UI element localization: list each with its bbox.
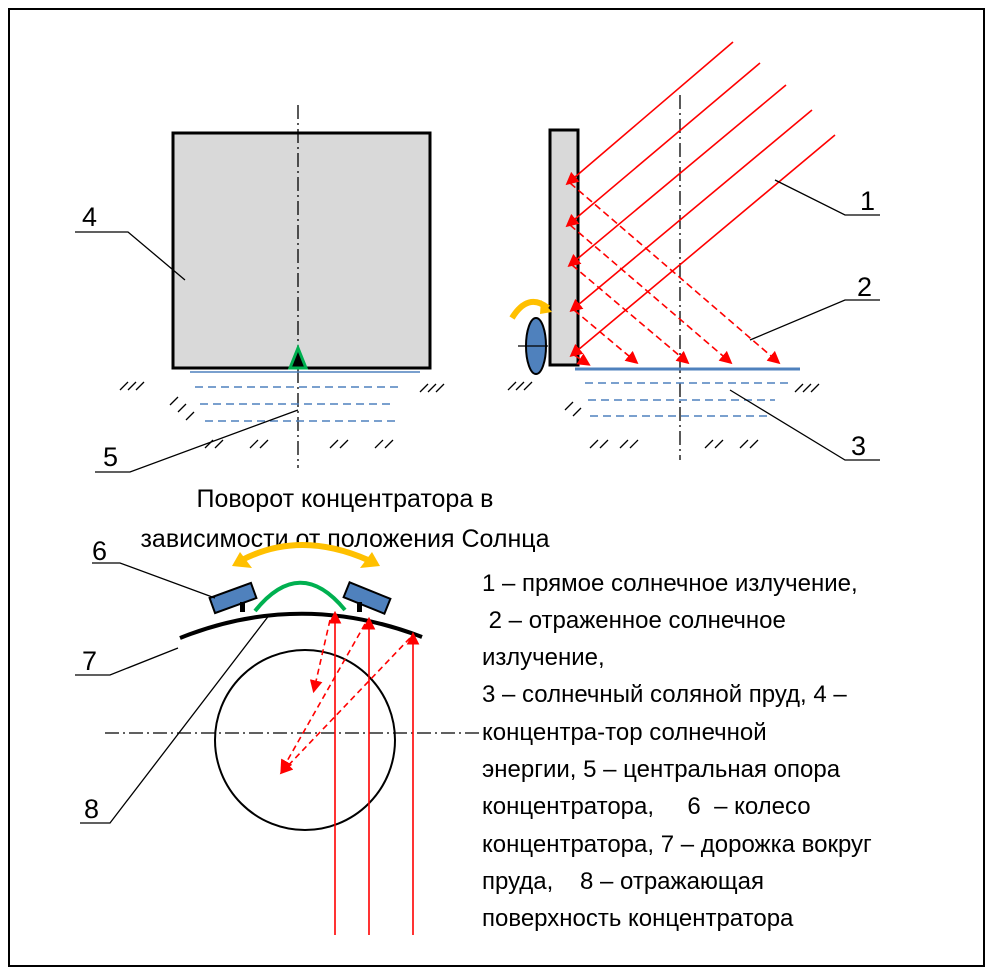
central-support-icon [287, 343, 309, 370]
label-7: 7 [82, 646, 97, 676]
ground-hatching [119, 381, 445, 449]
legend-line: поверхность концентратора [482, 905, 794, 932]
rotation-arrow-icon [240, 542, 370, 563]
reflected-rays [569, 182, 781, 366]
label-5: 5 [103, 442, 118, 472]
legend-line: 3 – солнечный соляной пруд, 4 – [482, 681, 847, 708]
legend: 1 – прямое солнечное излучение, 2 – отра… [482, 570, 872, 932]
legend-line: пруда, 8 – отражающая [482, 868, 764, 895]
leader-7 [75, 647, 179, 676]
wheel-icon [208, 581, 258, 615]
reflected-rays [279, 619, 411, 775]
concentrator-side [548, 128, 580, 367]
label-8: 8 [84, 794, 99, 824]
legend-line: концентратора, 6 – колесо [482, 793, 811, 820]
leader-6 [92, 562, 216, 599]
direct-rays [565, 41, 836, 358]
legend-line: концентра-тор солнечной [482, 719, 767, 746]
label-1: 1 [860, 186, 875, 216]
pond-circle [214, 649, 396, 831]
front-view: 4 5 [75, 105, 445, 473]
label-2: 2 [857, 272, 872, 302]
legend-line: 2 – отраженное солнечное [482, 607, 786, 634]
direct-rays [328, 610, 420, 935]
leader-2 [749, 299, 880, 341]
side-view: 1 2 3 [507, 41, 880, 461]
concentrator-panel [171, 131, 432, 370]
legend-line: концентратора, 7 – дорожка вокруг [482, 831, 872, 858]
caption-line-2: зависимости от положения Солнца [140, 525, 549, 553]
label-4: 4 [82, 202, 97, 232]
reflecting-surface [253, 580, 347, 613]
leader-3 [729, 389, 880, 461]
legend-line: энергии, 5 – центральная опора [482, 756, 841, 783]
leader-5 [95, 409, 299, 473]
legend-line: 1 – прямое солнечное излучение, [482, 570, 858, 597]
legend-line: излучение, [482, 644, 605, 671]
leader-8 [80, 613, 271, 824]
track [179, 611, 423, 640]
frame [8, 8, 985, 967]
wheel-icon [342, 581, 392, 615]
label-3: 3 [851, 431, 866, 461]
leader-1 [774, 179, 880, 216]
label-6: 6 [92, 536, 107, 566]
leader-4 [75, 231, 186, 281]
caption-line-1: Поворот концентратора в [197, 485, 494, 513]
pond-water [190, 371, 420, 422]
plan-view: 6 7 8 [75, 536, 480, 935]
